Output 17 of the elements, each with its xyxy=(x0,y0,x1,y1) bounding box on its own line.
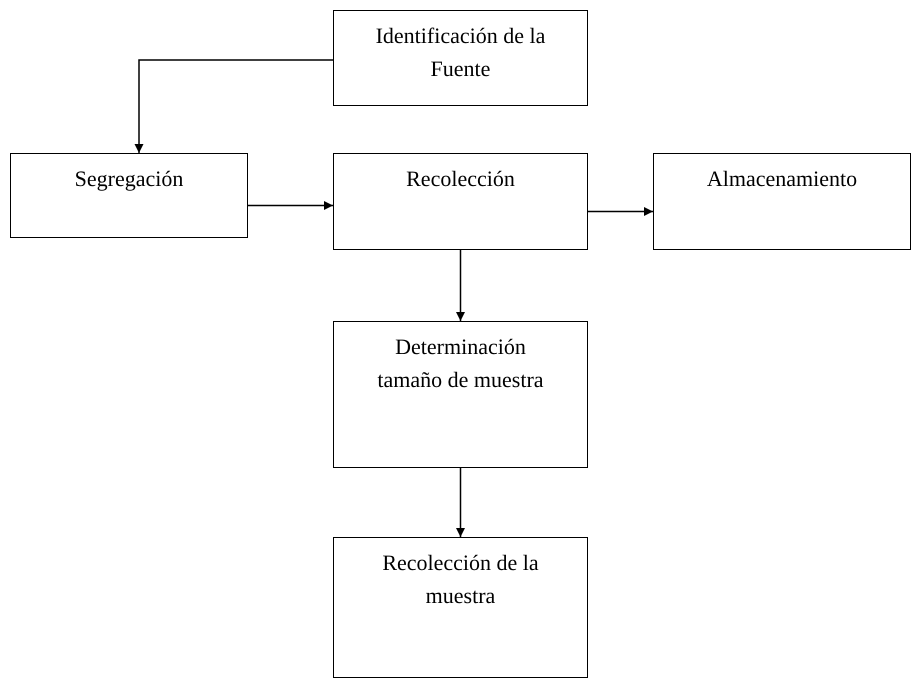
arrow xyxy=(248,201,333,210)
process-box xyxy=(333,321,588,468)
process-box xyxy=(333,537,588,678)
arrow xyxy=(588,207,653,216)
process-box xyxy=(333,10,588,106)
node-label: Recolección de la muestra xyxy=(381,549,540,610)
node-label: Identificación de la Fuente xyxy=(374,22,546,83)
process-box xyxy=(10,153,248,238)
arrow xyxy=(456,250,465,321)
node-label: Segregación xyxy=(74,165,184,193)
arrow xyxy=(134,59,333,153)
node-label: Almacenamiento xyxy=(706,165,858,193)
process-box xyxy=(653,153,911,250)
node-label: Determinación tamaño de muestra xyxy=(376,333,545,394)
node-label: Recolección xyxy=(406,165,515,193)
arrow xyxy=(456,468,465,537)
process-box xyxy=(333,153,588,250)
